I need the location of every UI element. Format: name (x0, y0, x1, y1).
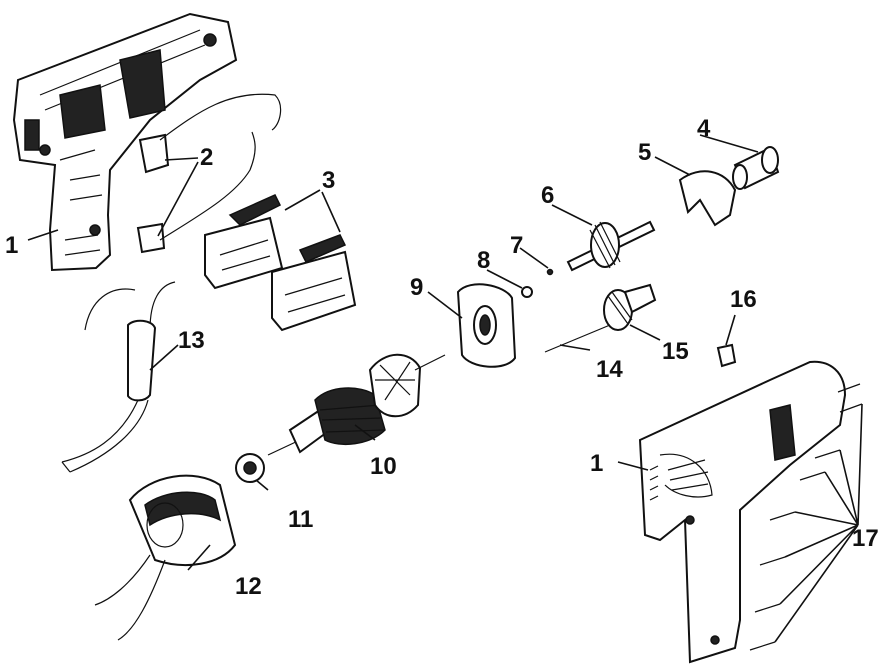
switch-terminals (136, 93, 282, 254)
callout-labels: 1 2 3 4 5 6 7 8 9 10 11 12 13 14 15 16 1… (5, 115, 879, 600)
sleeve-bearing (732, 146, 780, 190)
shaft-pin (544, 324, 611, 353)
label-2: 2 (200, 144, 213, 171)
pinion-gear (603, 283, 657, 331)
label-1b: 1 (590, 450, 603, 477)
armature (267, 353, 446, 456)
screws (749, 383, 863, 651)
power-cord (61, 281, 176, 473)
label-17: 17 (852, 525, 879, 552)
label-7: 7 (510, 232, 523, 259)
field-coil (94, 474, 237, 641)
label-10: 10 (370, 453, 397, 480)
label-5: 5 (638, 139, 651, 166)
clip (716, 343, 737, 368)
label-6: 6 (541, 182, 554, 209)
bearing (235, 453, 265, 483)
label-13: 13 (178, 327, 205, 354)
label-16: 16 (730, 286, 757, 313)
label-14: 14 (596, 356, 623, 383)
gear-shaft (566, 220, 656, 272)
left-housing-half (12, 12, 238, 272)
ball-and-pin (521, 268, 554, 298)
label-15: 15 (662, 338, 689, 365)
gear-retainer (678, 170, 737, 227)
label-9: 9 (410, 274, 423, 301)
right-housing-half (638, 360, 847, 664)
label-12: 12 (235, 573, 262, 600)
bearing-plate (456, 283, 517, 368)
label-8: 8 (477, 247, 490, 274)
label-1a: 1 (5, 232, 18, 259)
label-4: 4 (697, 115, 711, 142)
leader-lines (27, 134, 863, 643)
label-11: 11 (288, 506, 313, 533)
label-3: 3 (322, 167, 335, 194)
switch-assemblies (204, 194, 357, 332)
